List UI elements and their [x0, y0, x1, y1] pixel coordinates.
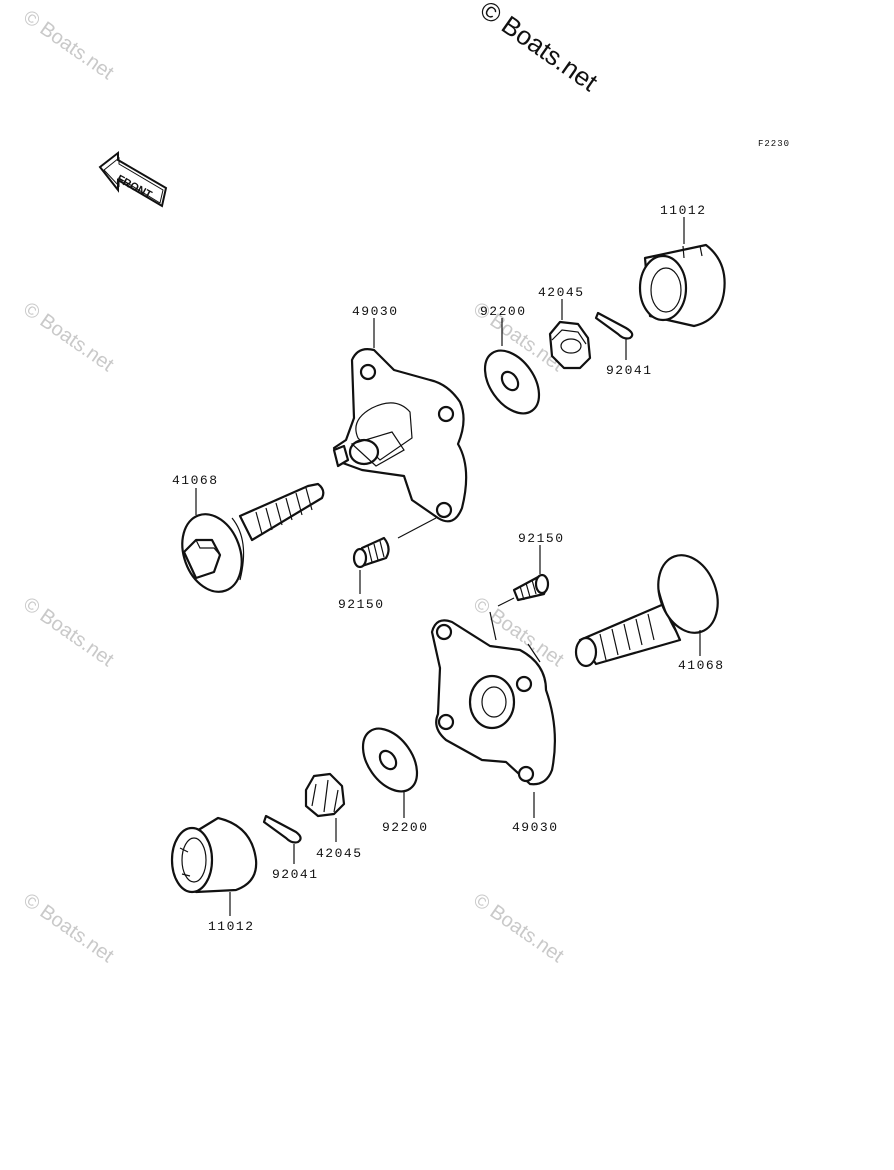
bolt-lower [512, 573, 550, 602]
cap-upper [638, 243, 726, 328]
label-bolt-lower: 92150 [518, 531, 565, 546]
watermark-main: © Boats.net [475, 0, 604, 98]
nut-upper [548, 320, 592, 370]
label-bolt-upper: 92150 [338, 597, 385, 612]
washer-lower [361, 727, 419, 793]
hub-upper [332, 348, 468, 523]
label-washer-upper: 92200 [480, 304, 527, 319]
cotter-pin-lower [262, 814, 302, 844]
watermark-faint-2: © Boats.net [19, 298, 118, 376]
watermark-faint-1: © Boats.net [19, 6, 118, 84]
label-hub-upper: 49030 [352, 304, 399, 319]
label-nut-upper: 42045 [538, 285, 585, 300]
watermark-faint-3: © Boats.net [19, 593, 118, 671]
label-axle-right: 41068 [678, 658, 725, 673]
hub-lower [430, 611, 556, 786]
label-hub-lower: 49030 [512, 820, 559, 835]
nut-lower [304, 772, 346, 818]
watermark-faint-4: © Boats.net [19, 889, 118, 967]
cap-lower [170, 816, 258, 894]
cotter-pin-upper [594, 311, 634, 340]
label-nut-lower: 42045 [316, 846, 363, 861]
leader-bolt-lower-axis [497, 597, 515, 607]
label-cap-lower: 11012 [208, 919, 255, 934]
leader-bolt-upper-axis [397, 517, 437, 539]
label-pin-upper: 92041 [606, 363, 653, 378]
front-arrow-icon: FRONT [98, 150, 168, 208]
label-pin-lower: 92041 [272, 867, 319, 882]
axle-left [181, 482, 325, 593]
figure-reference: F2230 [758, 139, 790, 149]
label-cap-upper: 11012 [660, 203, 707, 218]
bolt-upper [352, 536, 390, 569]
label-washer-lower: 92200 [382, 820, 429, 835]
axle-right [574, 554, 719, 668]
watermark-faint-7: © Boats.net [469, 889, 568, 967]
watermark-faint-group: © Boats.net © Boats.net © Boats.net © Bo… [19, 6, 568, 967]
washer-upper [483, 349, 541, 415]
label-axle-left: 41068 [172, 473, 219, 488]
